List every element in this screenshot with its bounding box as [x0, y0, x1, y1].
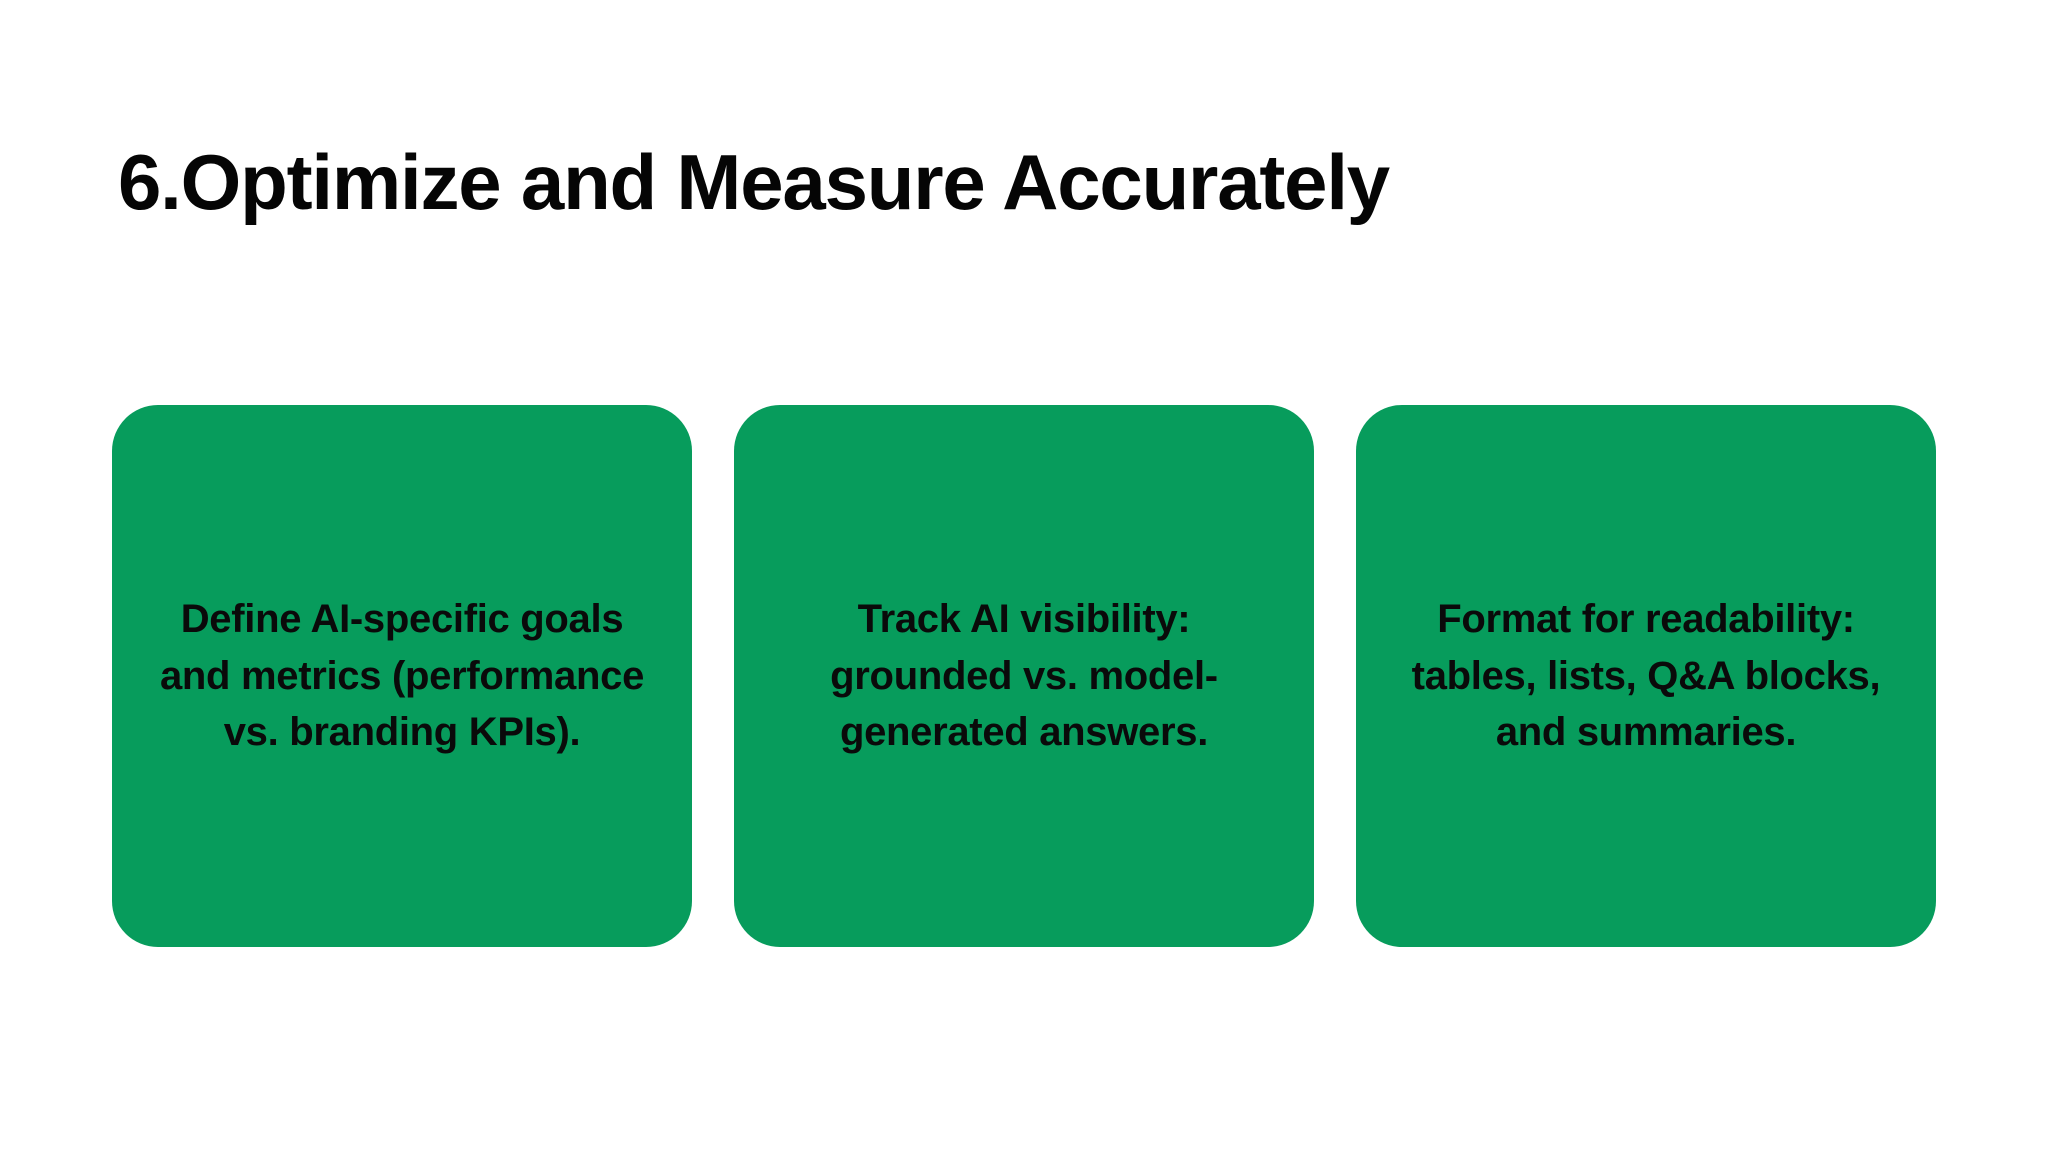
info-card-2[interactable]: Track AI visibility: grounded vs. model-… — [734, 405, 1314, 947]
page-title: 6.Optimize and Measure Accurately — [118, 138, 1390, 227]
info-card-3-text: Format for readability: tables, lists, Q… — [1411, 596, 1881, 755]
cards-row: Define AI-specific goals and metrics (pe… — [112, 405, 1936, 947]
info-card-2-text: Track AI visibility: grounded vs. model-… — [830, 596, 1218, 755]
info-card-3[interactable]: Format for readability: tables, lists, Q… — [1356, 405, 1936, 947]
info-card-1[interactable]: Define AI-specific goals and metrics (pe… — [112, 405, 692, 947]
info-card-1-text: Define AI-specific goals and metrics (pe… — [159, 596, 645, 755]
